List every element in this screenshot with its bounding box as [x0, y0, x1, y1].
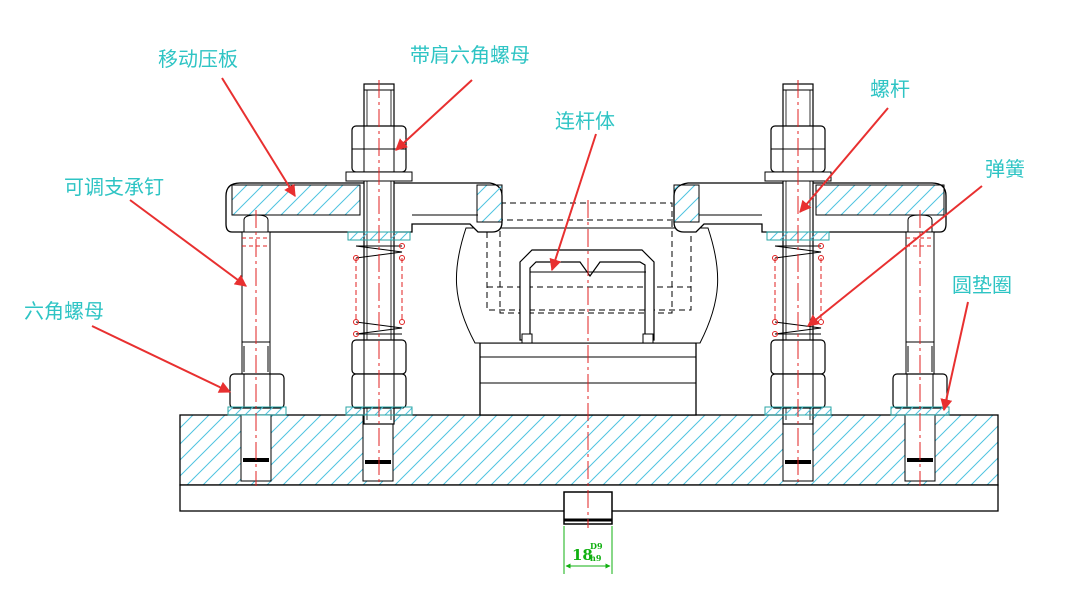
- leader-rod-body: [549, 133, 597, 272]
- leader-shoulder-nut: [395, 79, 473, 151]
- leader-screw-rod: [799, 107, 889, 213]
- key-width-dimension: 18 D9 h9: [563, 526, 613, 574]
- connecting-rod-body: [455, 202, 719, 344]
- center-lines: [255, 80, 921, 528]
- label-screw-rod: 螺杆: [870, 77, 910, 101]
- dimension-value: 18: [572, 546, 593, 564]
- left-adjustable-pin: [227, 214, 287, 416]
- leader-spring: [807, 185, 983, 327]
- label-adjustable-pin: 可调支承钉: [64, 175, 164, 199]
- dimension-lower-tolerance: h9: [590, 553, 602, 563]
- label-shoulder-nut: 带肩六角螺母: [410, 43, 530, 67]
- leader-hex-nut: [91, 325, 232, 393]
- base-plate: [179, 414, 999, 525]
- label-rod-body: 连杆体: [555, 109, 615, 133]
- dimension-upper-tolerance: D9: [590, 541, 603, 551]
- leader-arrows: [91, 77, 983, 412]
- label-spring: 弹簧: [985, 157, 1025, 181]
- callout-labels: 移动压板 带肩六角螺母 连杆体 螺杆 可调支承钉 弹簧 六角螺母 圆垫圈: [24, 43, 1025, 323]
- leader-adjustable-pin: [129, 199, 247, 287]
- label-moving-plate: 移动压板: [158, 47, 238, 71]
- label-hex-nut: 六角螺母: [24, 299, 104, 323]
- label-washer: 圆垫圈: [952, 273, 1012, 297]
- leader-moving-plate: [221, 77, 296, 198]
- leader-washer: [940, 301, 969, 412]
